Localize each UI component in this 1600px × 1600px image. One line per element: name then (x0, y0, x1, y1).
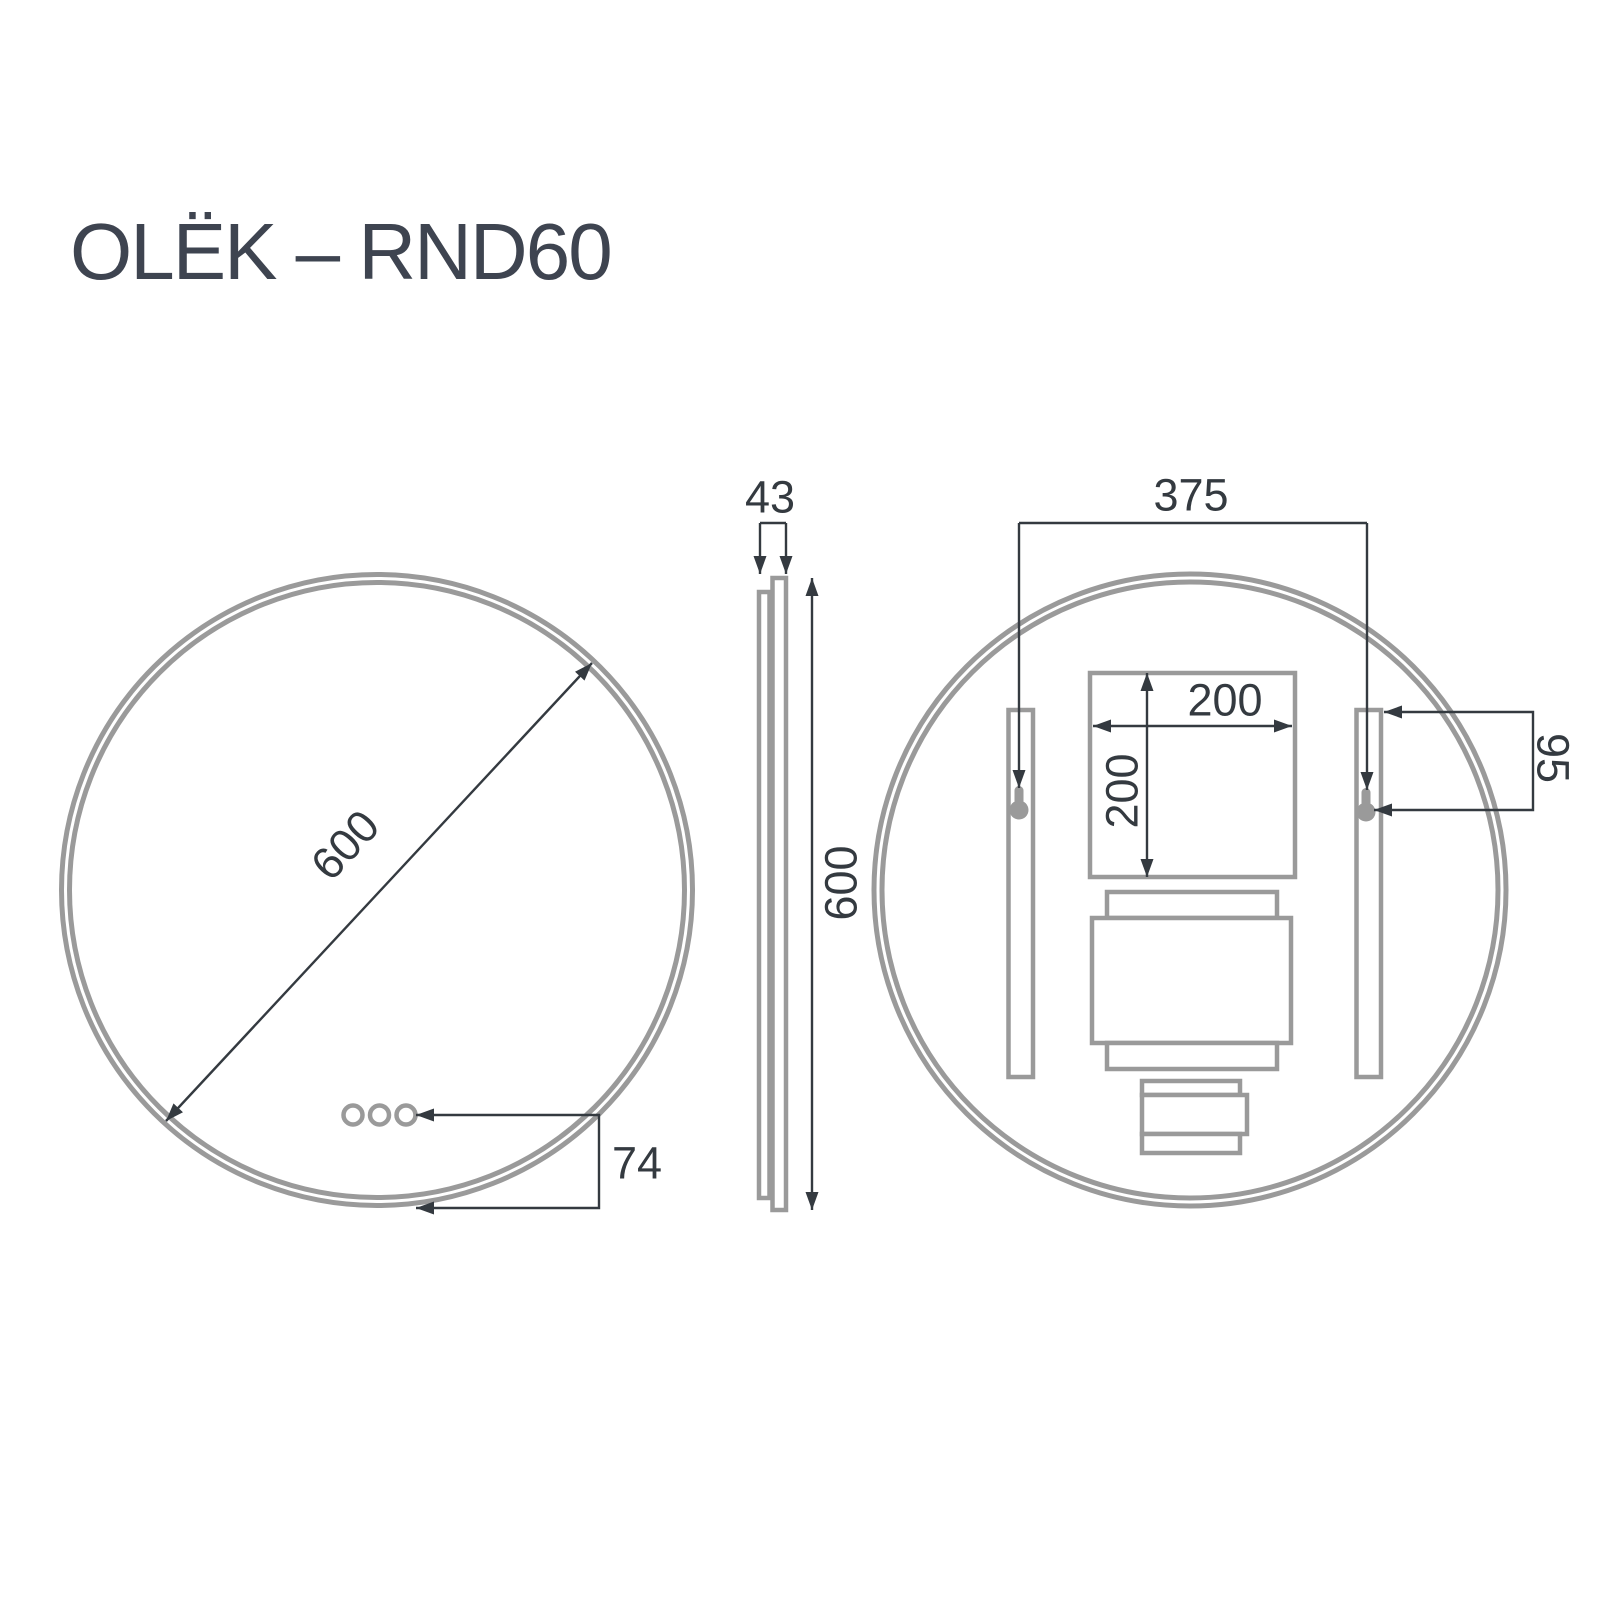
template-width-label: 200 (1187, 675, 1262, 726)
sensor-offset-dimension-arrow (416, 1108, 601, 1215)
sensor-dot-icon (341, 1103, 365, 1127)
junction-body (1139, 1092, 1250, 1137)
back-view: 375 200 200 95 (871, 470, 1579, 1209)
keyhole-hole-icon (1009, 800, 1029, 820)
touch-sensor-buttons (341, 1103, 418, 1127)
hook-drop-dimension-arrow (1374, 705, 1535, 817)
mounting-rail-left (1006, 707, 1036, 1080)
side-view: 43 600 (745, 472, 867, 1213)
mount-spacing-label: 375 (1153, 470, 1228, 521)
back-outer-edge-circle (871, 571, 1509, 1209)
keyhole-hanger-left (1009, 786, 1029, 820)
front-inner-edge-circle (67, 580, 687, 1200)
junction-bottom-lip (1139, 1131, 1243, 1156)
diameter-dimension-label: 600 (301, 800, 390, 890)
height-dimension-label: 600 (816, 845, 867, 920)
front-view: 600 74 (59, 572, 695, 1215)
sensor-dot-icon (367, 1103, 392, 1127)
sensor-dot-icon (394, 1103, 418, 1127)
side-mirror-panel (770, 575, 789, 1213)
side-back-panel (756, 589, 772, 1201)
template-square (1087, 670, 1298, 880)
back-inner-edge-circle (879, 579, 1501, 1201)
front-outer-edge-circle (59, 572, 695, 1208)
product-title: OLËK – RND60 (70, 207, 613, 296)
mounting-rail-right (1354, 707, 1384, 1080)
driver-body (1089, 915, 1294, 1046)
sensor-offset-dimension-label: 74 (612, 1138, 662, 1189)
driver-top-flange (1104, 889, 1280, 921)
depth-dimension-label: 43 (745, 472, 795, 523)
keyhole-hole-icon (1356, 802, 1376, 822)
diameter-dimension-arrow (165, 662, 593, 1122)
hook-drop-label: 95 (1528, 733, 1579, 783)
junction-box (1139, 1078, 1250, 1156)
driver-bottom-flange (1104, 1040, 1280, 1072)
template-height-label: 200 (1097, 753, 1148, 828)
led-driver-assembly (1089, 889, 1294, 1072)
keyhole-hanger-right (1356, 788, 1376, 822)
